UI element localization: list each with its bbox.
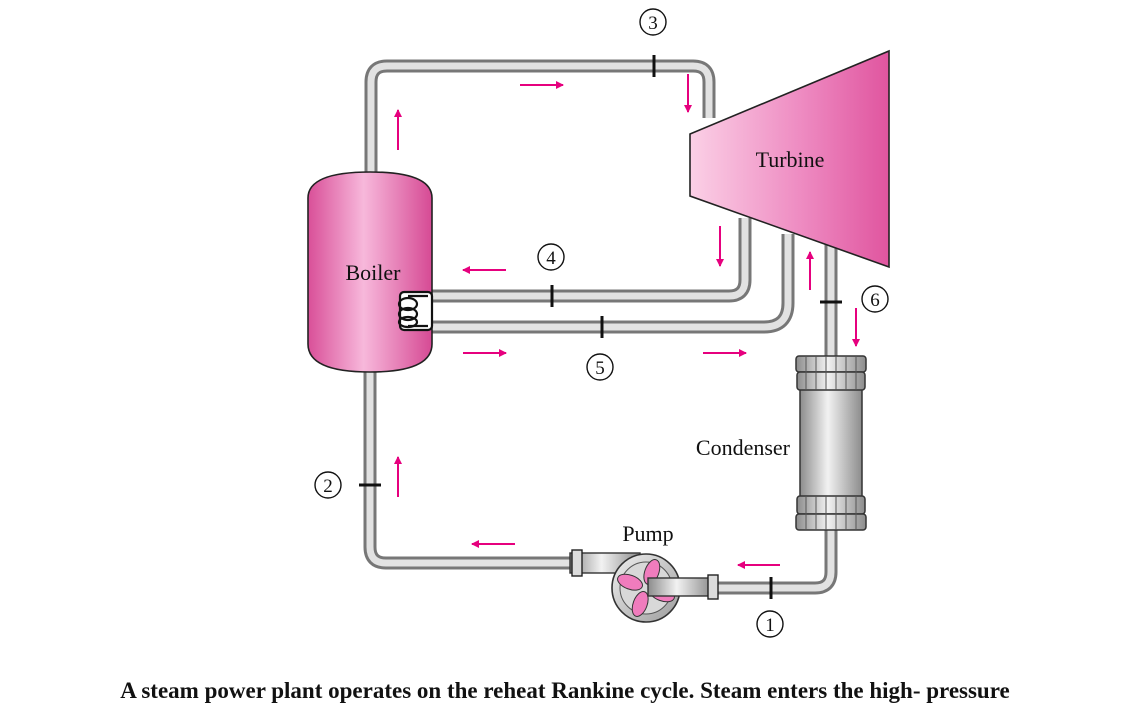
state-labels: 3 4 5 6 1 2 xyxy=(314,8,889,638)
svg-text:1: 1 xyxy=(765,615,775,636)
pipe-turbine-to-reheater xyxy=(402,218,752,303)
condenser-label: Condenser xyxy=(696,435,791,460)
problem-statement: A steam power plant operates on the rehe… xyxy=(120,678,1010,703)
condenser: Condenser xyxy=(696,355,867,531)
pipe-pump-to-boiler xyxy=(363,368,580,570)
svg-text:5: 5 xyxy=(595,358,605,379)
svg-text:6: 6 xyxy=(870,290,880,311)
state-2-label: 2 xyxy=(314,471,342,499)
state-1-label: 1 xyxy=(756,610,784,638)
svg-text:2: 2 xyxy=(323,476,333,497)
state-5-label: 5 xyxy=(586,353,614,381)
pump-label: Pump xyxy=(622,521,673,546)
pipes xyxy=(363,59,838,595)
flow-arrows xyxy=(394,74,860,569)
state-6-label: 6 xyxy=(861,285,889,313)
state-4-label: 4 xyxy=(537,243,565,271)
pump: Pump xyxy=(569,521,719,623)
boiler: Boiler xyxy=(307,171,433,373)
svg-text:3: 3 xyxy=(648,13,658,34)
state-ticks xyxy=(359,55,842,599)
turbine-label: Turbine xyxy=(756,147,825,172)
pipe-boiler-to-turbine xyxy=(364,59,716,172)
state-3-label: 3 xyxy=(639,8,667,36)
boiler-label: Boiler xyxy=(346,260,402,285)
turbine: Turbine xyxy=(689,49,890,269)
reheater-coil xyxy=(397,290,434,332)
svg-text:4: 4 xyxy=(546,248,556,269)
pipe-reheater-to-turbine xyxy=(402,234,795,334)
